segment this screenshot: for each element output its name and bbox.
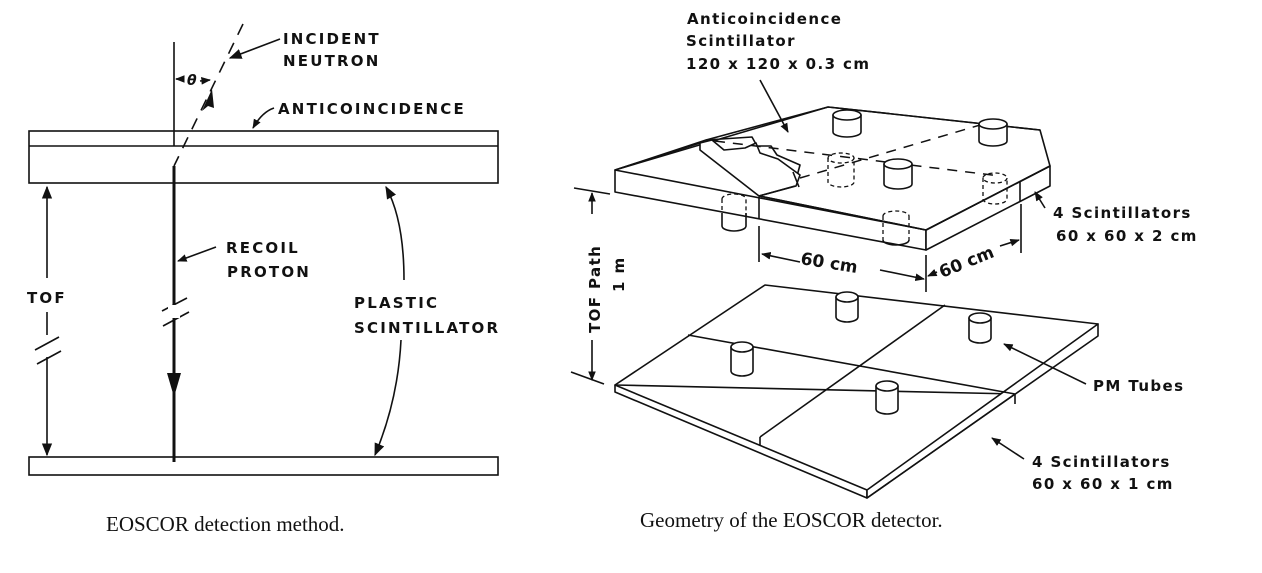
recoil-leader-line	[177, 246, 217, 262]
anticoincidence-leader-line	[252, 107, 275, 129]
right-figure-caption: Geometry of the EOSCOR detector.	[640, 508, 943, 532]
bottom-scintillators-label-1: 4 Scintillators	[1032, 453, 1171, 471]
plastic-scintillator-label-1: PLASTIC	[354, 294, 439, 312]
top-scintillators-label-1: 4 Scintillators	[1053, 204, 1192, 222]
detection-method-figure: θ INCIDENT NEUTRON ANTICOINCIDENCE TOF R…	[27, 23, 500, 536]
recoil-break-mark-2	[162, 311, 190, 327]
pm-tubes-label: PM Tubes	[1093, 377, 1184, 395]
plastic-scintillator-label-2: SCINTILLATOR	[354, 319, 500, 337]
recoil-proton-label-1: RECOIL	[226, 239, 300, 257]
incident-neutron-label-2: NEUTRON	[283, 52, 380, 70]
tof-label: TOF	[27, 289, 67, 307]
pm-tube-lower-3	[730, 341, 754, 377]
lower-divider-2	[759, 304, 946, 438]
incident-neutron-arrowhead	[202, 89, 214, 111]
anticoincidence-scintillator-label-2: Scintillator	[686, 32, 796, 50]
incident-neutron-label-1: INCIDENT	[283, 30, 381, 48]
dimension-60cm-left: 60 cm	[799, 249, 859, 278]
tof-distance-label: 1 m	[610, 257, 628, 293]
anticoincidence-leader	[759, 79, 789, 133]
pm-tube-hidden-2	[982, 172, 1008, 205]
lower-right-face	[866, 323, 1099, 499]
pm-tube-lower-2	[968, 312, 992, 344]
left-figure-caption: EOSCOR detection method.	[106, 512, 345, 536]
recoil-proton-label-2: PROTON	[227, 263, 311, 281]
incident-leader-line	[228, 38, 281, 59]
pm-tube-lower-4	[875, 380, 899, 415]
pm-tubes-leader	[1003, 343, 1087, 385]
pm-tube-upper-3	[883, 158, 913, 190]
lower-front-face	[614, 384, 868, 499]
recoil-proton-arrowhead	[167, 373, 181, 397]
pm-tube-hidden-1	[827, 152, 855, 188]
theta-label: θ	[187, 73, 197, 89]
recoil-break-mark-1	[161, 297, 188, 312]
plastic-leader-upper	[385, 185, 405, 281]
pm-tube-under-2	[882, 210, 910, 246]
bottom-scintillators-leader	[991, 437, 1025, 460]
pm-tube-under-1	[721, 193, 747, 232]
pm-tube-lower-1	[835, 291, 859, 323]
anticoincidence-label: ANTICOINCIDENCE	[278, 100, 466, 118]
plastic-leader-lower	[374, 339, 402, 457]
tof-path-label: TOF Path	[586, 245, 604, 333]
pm-tube-upper-1	[832, 109, 862, 138]
anticoincidence-cutaway	[699, 139, 801, 197]
top-scintillator-slab	[28, 130, 499, 184]
bottom-scintillator-slab	[28, 456, 499, 476]
top-scintillators-leader	[1034, 191, 1046, 209]
incident-neutron-path	[173, 23, 244, 167]
anticoincidence-scintillator-label-1: Anticoincidence	[687, 10, 842, 28]
top-scintillators-label-2: 60 x 60 x 2 cm	[1056, 227, 1198, 245]
detector-geometry-figure: Anticoincidence Scintillator 120 x 120 x…	[570, 10, 1198, 532]
bottom-scintillators-label-2: 60 x 60 x 1 cm	[1032, 475, 1174, 493]
dimension-60cm-right: 60 cm	[936, 243, 997, 283]
anticoincidence-scintillator-label-3: 120 x 120 x 0.3 cm	[686, 55, 870, 73]
pm-tube-upper-2	[978, 118, 1008, 147]
